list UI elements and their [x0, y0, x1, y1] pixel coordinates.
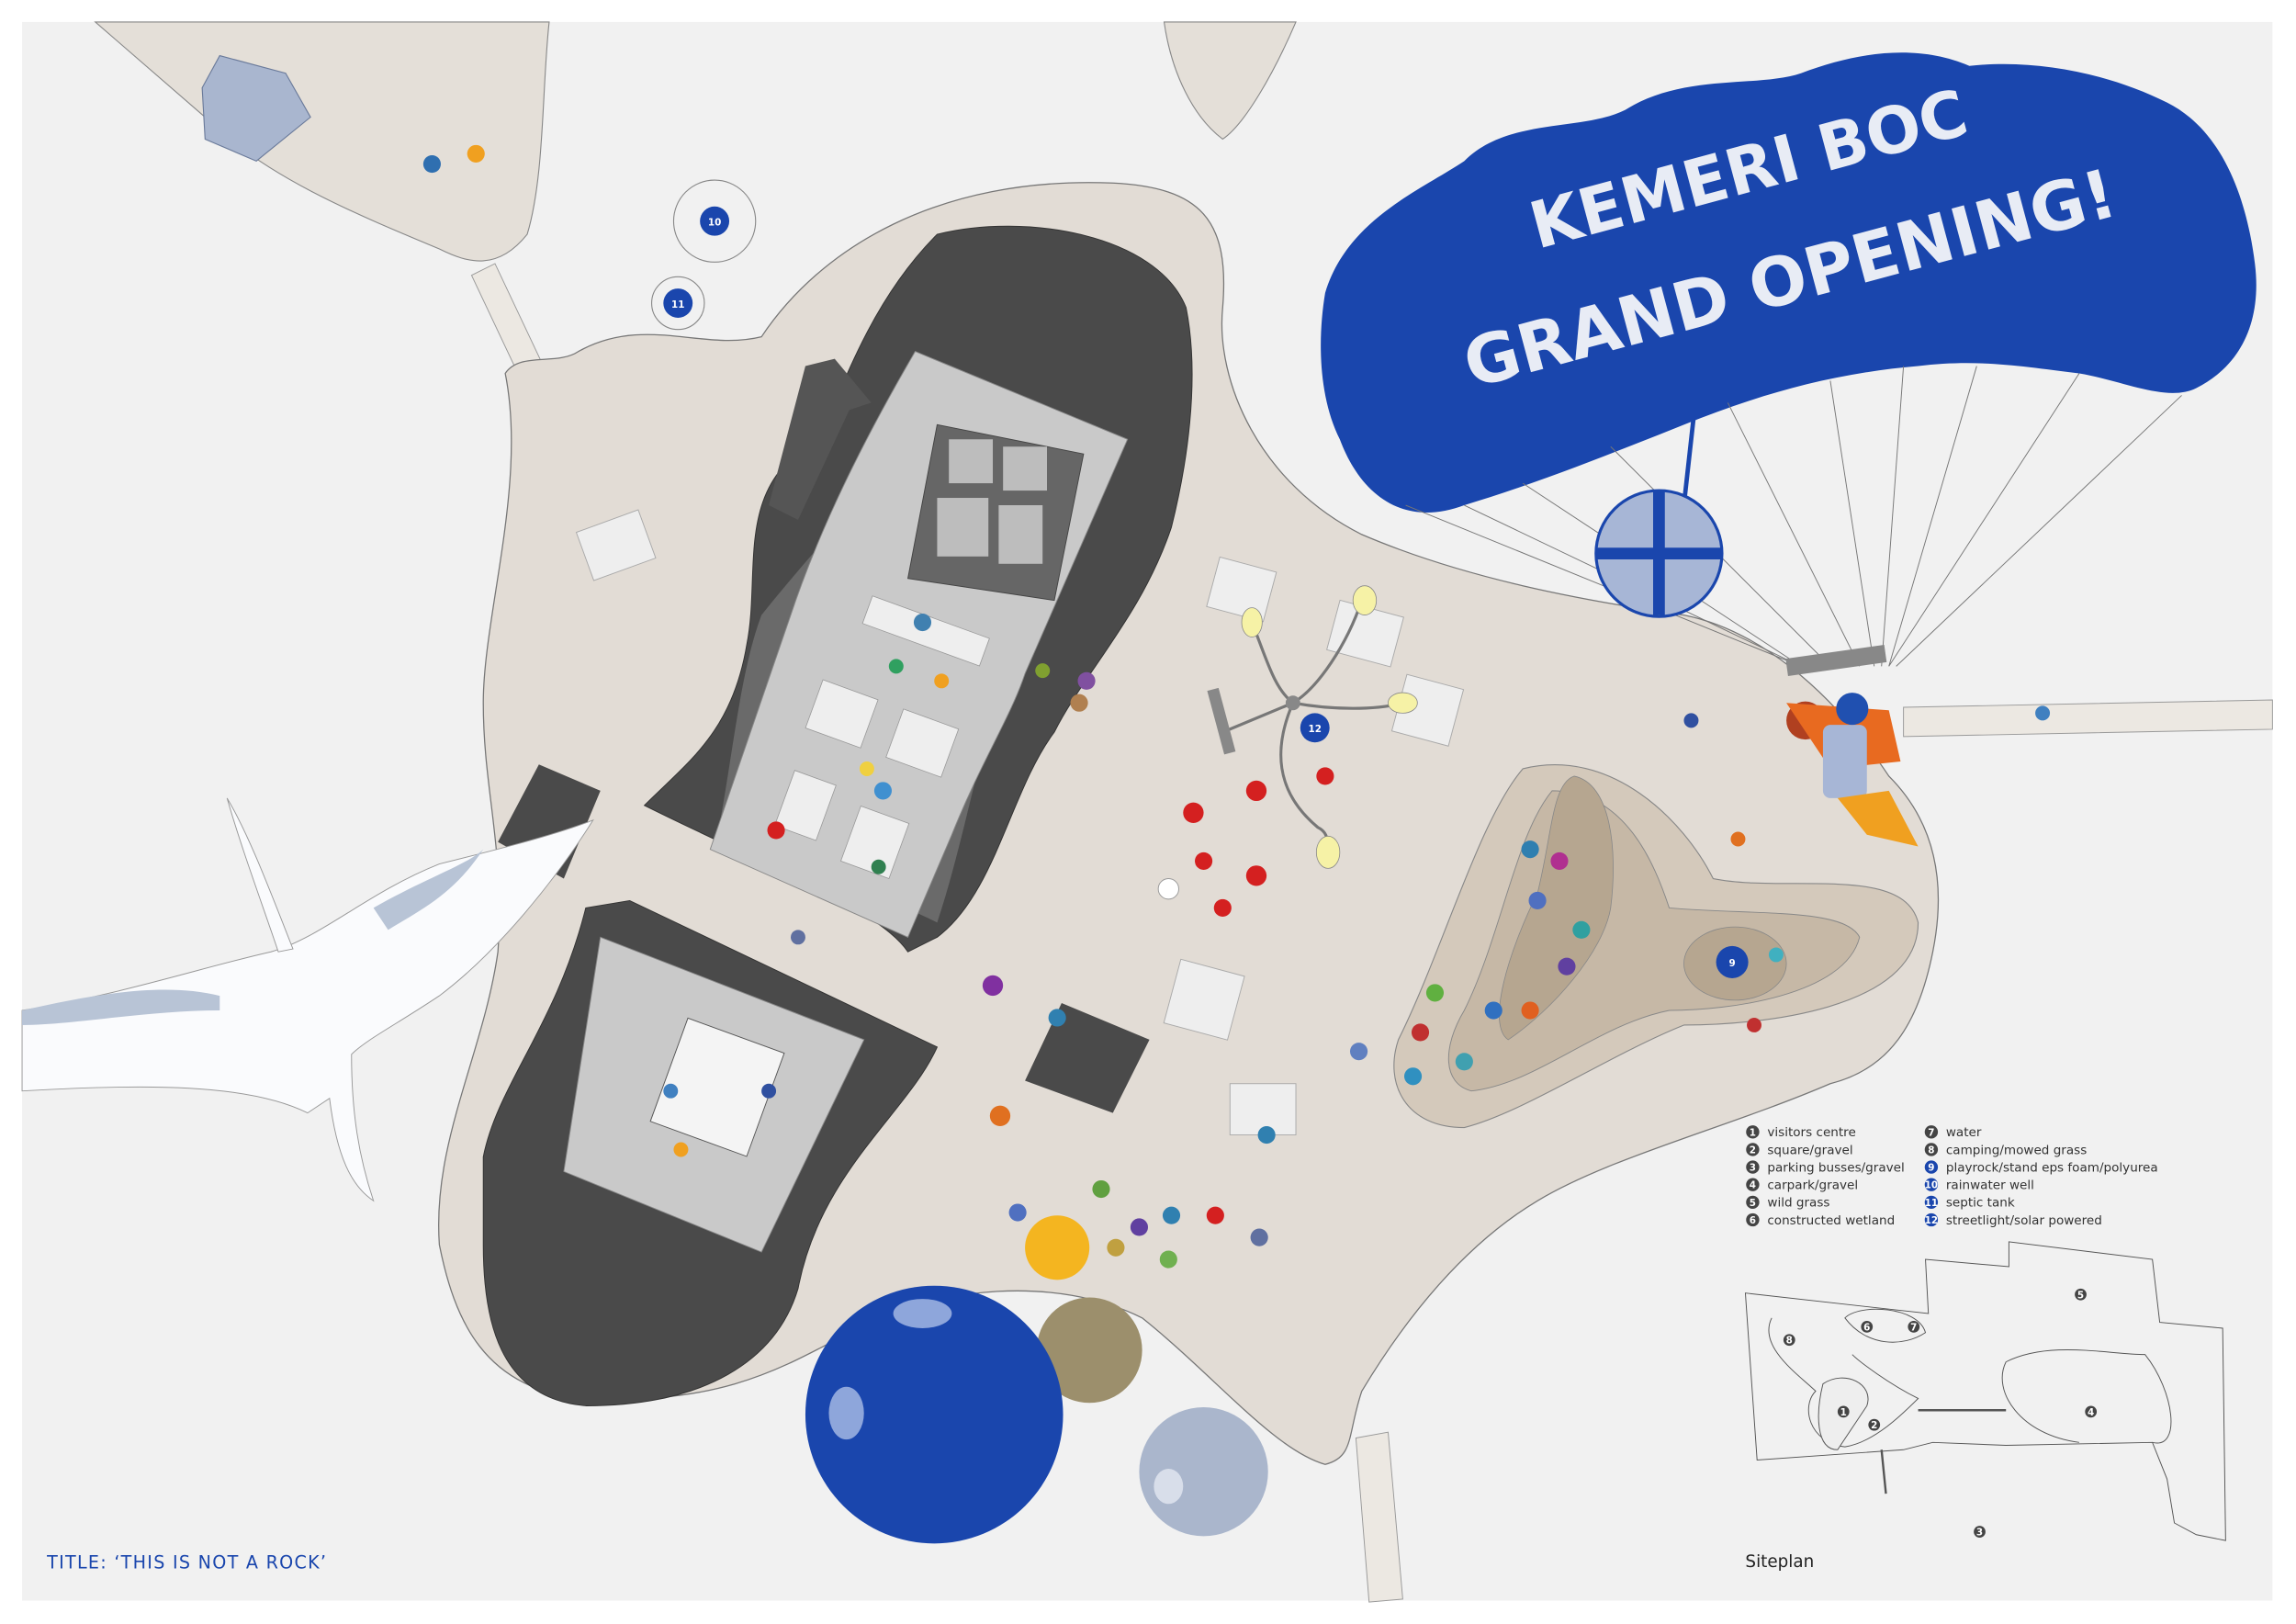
svg-text:6: 6 [1750, 1215, 1756, 1226]
svg-text:3: 3 [1976, 1528, 1983, 1539]
legend-item-11: 11 septic tank [1925, 1196, 2015, 1211]
shelter-mid [1025, 1003, 1150, 1113]
septic-tank[interactable]: 11 [650, 276, 705, 331]
svg-text:7: 7 [1928, 1127, 1934, 1138]
svg-text:carpark/gravel: carpark/gravel [1767, 1179, 1858, 1193]
svg-text:streetlight/solar powered: streetlight/solar powered [1946, 1213, 2102, 1228]
svg-text:2: 2 [1750, 1145, 1756, 1156]
legend-item-3: 3 parking busses/gravel [1746, 1160, 1905, 1175]
legend-item-9: 9 playrock/stand eps foam/polyurea [1924, 1160, 2158, 1175]
svg-text:6: 6 [1863, 1322, 1870, 1333]
legend-item-6: 6 constructed wetland [1746, 1213, 1895, 1228]
svg-text:camping/mowed grass: camping/mowed grass [1946, 1143, 2087, 1157]
svg-text:5: 5 [2077, 1290, 2084, 1301]
svg-text:4: 4 [2088, 1407, 2094, 1418]
north-land-area [1163, 21, 1297, 141]
svg-text:11: 11 [1925, 1198, 1938, 1209]
svg-text:7: 7 [1910, 1322, 1917, 1333]
legend-item-2: 2 square/gravel [1746, 1143, 1853, 1157]
visitors-crowd [422, 144, 2051, 1269]
boardwalk-south [1355, 1431, 1403, 1603]
bird-illustration [21, 797, 594, 1202]
svg-text:2: 2 [1871, 1420, 1877, 1431]
picnic-tables [575, 509, 1465, 1136]
marker-10: 10 [708, 218, 721, 229]
paraglider-banner: KEMERI BOC GRAND OPENING! [1321, 52, 2257, 847]
poster-title: TITLE: ‘THIS IS NOT A ROCK’ [46, 1551, 327, 1573]
legend-item-8: 8 camping/mowed grass [1924, 1143, 2087, 1157]
streetlight[interactable]: 12 [1207, 585, 1418, 869]
marker-11: 11 [671, 299, 684, 310]
tent-icon [201, 54, 311, 163]
svg-text:wild grass: wild grass [1767, 1196, 1829, 1211]
legend-item-10: 10 rainwater well [1925, 1179, 2034, 1193]
svg-text:10: 10 [1925, 1180, 1938, 1191]
visitors-centre-south[interactable] [482, 899, 939, 1406]
legend-item-4: 4 carpark/gravel [1746, 1179, 1858, 1193]
legend-item-1: 1 visitors centre [1746, 1125, 1856, 1140]
svg-text:rainwater well: rainwater well [1946, 1179, 2034, 1193]
playrock-marker[interactable]: 9 [1716, 945, 1749, 978]
svg-text:parking busses/gravel: parking busses/gravel [1767, 1160, 1904, 1175]
spheres [805, 1215, 1268, 1544]
visitors-centre-north[interactable] [643, 225, 1193, 953]
boardwalk-east [1903, 699, 2273, 738]
svg-text:8: 8 [1786, 1336, 1793, 1347]
legend-item-5: 5 wild grass [1746, 1196, 1829, 1211]
marker-9: 9 [1728, 958, 1735, 969]
marker-12: 12 [1309, 724, 1322, 735]
rainwater-well[interactable]: 10 [672, 179, 757, 263]
svg-text:playrock/stand eps foam/polyur: playrock/stand eps foam/polyurea [1946, 1160, 2158, 1175]
legend-item-12: 12 streetlight/solar powered [1925, 1213, 2102, 1228]
svg-text:constructed wetland: constructed wetland [1767, 1213, 1895, 1228]
svg-text:water: water [1946, 1125, 1982, 1140]
svg-text:1: 1 [1750, 1127, 1756, 1138]
legend: 1 visitors centre 2 square/gravel 3 parking… [1746, 1125, 2158, 1228]
legend-item-7: 7 water [1924, 1125, 1982, 1140]
svg-text:4: 4 [1750, 1180, 1756, 1191]
svg-text:1: 1 [1840, 1407, 1847, 1418]
svg-text:square/gravel: square/gravel [1767, 1143, 1852, 1157]
svg-text:5: 5 [1750, 1198, 1756, 1209]
svg-text:8: 8 [1928, 1145, 1934, 1156]
svg-text:12: 12 [1925, 1215, 1938, 1226]
siteplan-label: Siteplan [1745, 1552, 1814, 1572]
svg-text:septic tank: septic tank [1946, 1196, 2015, 1211]
svg-text:9: 9 [1928, 1163, 1934, 1174]
siteplan-markers: 1 2 3 4 5 6 7 8 [1783, 1288, 2098, 1539]
svg-text:3: 3 [1750, 1163, 1756, 1174]
svg-text:visitors centre: visitors centre [1767, 1125, 1855, 1140]
